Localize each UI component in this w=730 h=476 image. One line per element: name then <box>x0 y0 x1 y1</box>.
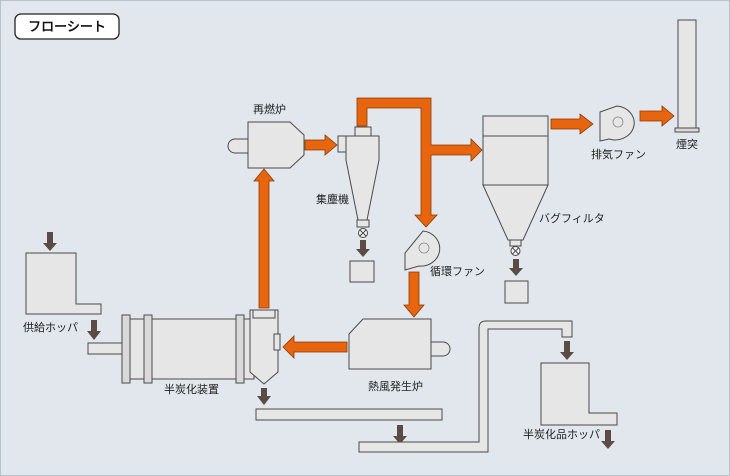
hot-air-furnace-label: 熱風発生炉 <box>368 379 423 393</box>
bag-filter-to-exhaust-fan-arrow <box>550 113 594 135</box>
reburner-to-dust-collector-arrow <box>304 134 338 156</box>
product-output-arrow <box>601 430 615 449</box>
circulation-fan <box>404 230 441 271</box>
reburner <box>227 121 305 169</box>
feed-to-carbonizer-arrow <box>87 320 101 340</box>
product-hopper-label: 半炭化品ホッパ <box>523 427 600 441</box>
exhaust-fan-to-chimney-arrow <box>639 105 675 127</box>
carbonizer-discharge-arrow <box>257 388 271 405</box>
furnace-to-carbonizer-arrow <box>282 335 348 359</box>
carbonizer-to-reburner-arrow <box>253 168 275 309</box>
hot-air-furnace <box>348 318 451 370</box>
chimney-label: 煙突 <box>676 137 698 151</box>
feed-hopper-label: 供給ホッパ <box>23 320 78 334</box>
bag-filter-discharge-arrow <box>509 259 523 276</box>
carbonizer-label: 半炭化装置 <box>164 382 219 396</box>
carbonizer <box>87 309 281 385</box>
circulation-fan-label: 循環ファン <box>430 265 485 278</box>
chimney <box>674 19 700 133</box>
bag-filter <box>482 115 549 256</box>
reburner-label: 再燃炉 <box>253 102 286 116</box>
fan-to-furnace-arrow <box>403 271 425 318</box>
dust-bin <box>349 260 375 283</box>
conveyor-to-elevator-arrow <box>393 425 407 444</box>
dust-collector-label: 集塵機 <box>316 192 349 206</box>
dust-collector <box>337 126 380 238</box>
product-hopper <box>540 362 618 426</box>
discharge-conveyor <box>255 408 443 421</box>
bucket-elevator <box>358 320 573 453</box>
feed-hopper <box>25 252 102 315</box>
dust-collector-discharge-arrow <box>356 240 370 257</box>
bag-filter-label: バグフィルタ <box>539 211 605 225</box>
bag-filter-bin <box>504 280 529 304</box>
elevator-to-product-hopper-arrow <box>560 341 574 360</box>
title-text: フローシート <box>28 20 106 35</box>
feed-input-arrow <box>43 232 57 251</box>
dust-collector-outlet-duct <box>356 97 483 228</box>
title-badge: フローシート <box>14 13 120 40</box>
exhaust-fan-label: 排気ファン <box>591 147 646 161</box>
exhaust-fan <box>599 105 635 142</box>
